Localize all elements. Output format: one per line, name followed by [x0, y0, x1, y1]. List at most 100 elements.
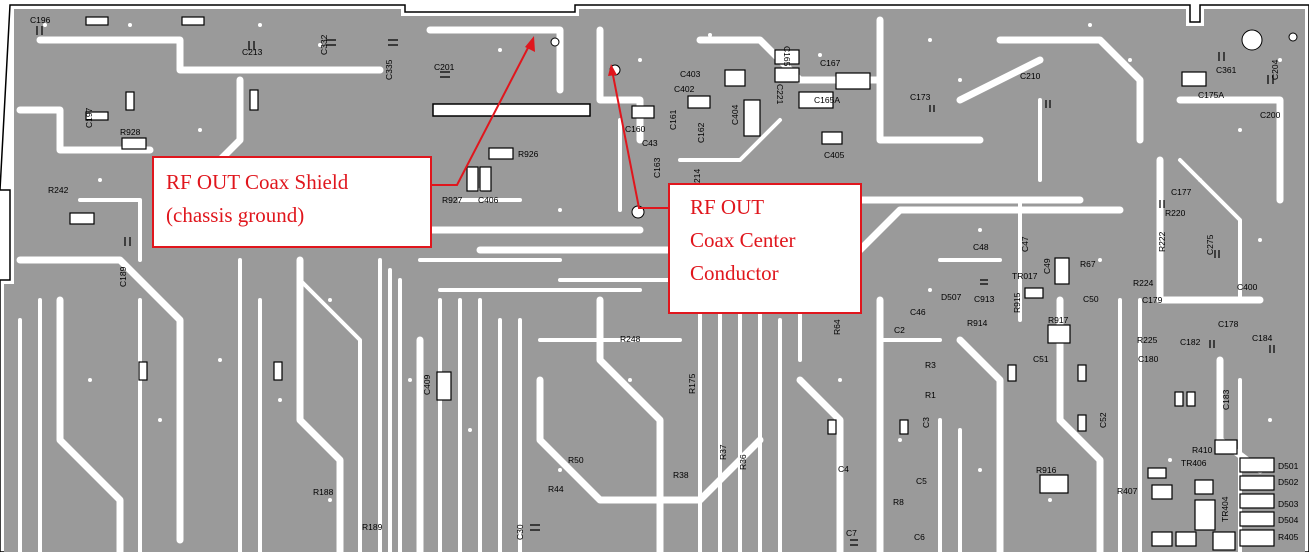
designator: C7	[846, 528, 857, 538]
designator: R50	[568, 455, 584, 465]
designator: R175	[687, 373, 697, 394]
designator: R188	[313, 487, 334, 497]
designator: C182	[1180, 337, 1201, 347]
callout-text: (chassis ground)	[166, 203, 305, 227]
designator: C177	[1171, 187, 1192, 197]
designator: C52	[1098, 412, 1108, 428]
designator: C204	[1270, 59, 1280, 80]
designator: C406	[478, 195, 499, 205]
board-slot	[432, 103, 591, 117]
designator: C400	[1237, 282, 1258, 292]
designator: R37	[718, 444, 728, 460]
designator: R248	[620, 334, 641, 344]
designator: R222	[1157, 231, 1167, 252]
designator: C165A	[814, 95, 840, 105]
designator: C179	[1142, 295, 1163, 305]
designator: R410	[1192, 445, 1213, 455]
designator: C167	[820, 58, 841, 68]
designator: TR406	[1181, 458, 1207, 468]
designator: C160	[625, 124, 646, 134]
designator: R38	[673, 470, 689, 480]
trace-gaps	[16, 16, 1284, 556]
designator: R189	[362, 522, 383, 532]
callout-text: Coax Center	[690, 228, 796, 252]
designator: R64	[832, 319, 842, 335]
designator: C180	[1138, 354, 1159, 364]
designator: C162	[696, 122, 706, 143]
designator: R915	[1012, 292, 1022, 313]
designator: C200	[1260, 110, 1281, 120]
designator: R405	[1278, 532, 1299, 542]
callout-text: Conductor	[690, 261, 779, 285]
designator: C404	[730, 104, 740, 125]
designator: C189	[118, 266, 128, 287]
designator: C49	[1042, 258, 1052, 274]
designator: R220	[1165, 208, 1186, 218]
designator: D504	[1278, 515, 1299, 525]
designator: C165	[782, 46, 792, 67]
coax-shield-callout: RF OUT Coax Shield (chassis ground)	[152, 156, 432, 248]
center-arrowhead	[608, 64, 617, 76]
designator: C913	[974, 294, 995, 304]
designator: R1	[925, 390, 936, 400]
designator: C175A	[1198, 90, 1224, 100]
designator: C405	[824, 150, 845, 160]
designator: R916	[1036, 465, 1057, 475]
designator: C221	[775, 84, 785, 105]
designator: C30	[515, 524, 525, 540]
designator: D501	[1278, 461, 1299, 471]
designator: C50	[1083, 294, 1099, 304]
designator: R36	[738, 454, 748, 470]
designator: R67	[1080, 259, 1096, 269]
designator: C402	[674, 84, 695, 94]
designator: R917	[1048, 315, 1069, 325]
designator: C409	[422, 374, 432, 395]
shield-arrowhead	[525, 36, 535, 52]
designator: R407	[1117, 486, 1138, 496]
designator: R914	[967, 318, 988, 328]
designator: C275	[1205, 234, 1215, 255]
designator: R927	[442, 195, 463, 205]
center-arrow	[611, 69, 668, 209]
coax-center-callout: RF OUT Coax Center Conductor	[668, 183, 862, 314]
designator: C2	[894, 325, 905, 335]
designator: C51	[1033, 354, 1049, 364]
designator: R928	[120, 127, 141, 137]
designator: R242	[48, 185, 69, 195]
designator: TR404	[1220, 496, 1230, 522]
designator: C161	[668, 109, 678, 130]
designator: D502	[1278, 477, 1299, 487]
designator: C335	[384, 59, 394, 80]
component-ticks	[36, 26, 1275, 546]
designator: R44	[548, 484, 564, 494]
designator: C6	[914, 532, 925, 542]
mounting-holes	[550, 29, 1298, 219]
designator: D503	[1278, 499, 1299, 509]
shield-arrow	[432, 41, 532, 186]
designator: 214	[692, 169, 702, 183]
designator: C196	[30, 15, 51, 25]
designator: R926	[518, 149, 539, 159]
designator: C210	[1020, 71, 1041, 81]
designator: C163	[652, 157, 662, 178]
component-designators: C196 C213 C332 C335 C201 C197 R928 R926 …	[30, 15, 1299, 542]
annotation-arrows	[432, 36, 668, 209]
designator: C197	[84, 107, 94, 128]
designator: C47	[1020, 236, 1030, 252]
designator: C46	[910, 307, 926, 317]
designator: C183	[1221, 389, 1231, 410]
designator: C213	[242, 47, 263, 57]
designator: C5	[916, 476, 927, 486]
designator: C3	[921, 417, 931, 428]
designator: C178	[1218, 319, 1239, 329]
designator: C332	[319, 34, 329, 55]
designator: R225	[1137, 335, 1158, 345]
designator: R8	[893, 497, 904, 507]
callout-text: RF OUT Coax Shield	[166, 170, 349, 194]
designator: C4	[838, 464, 849, 474]
component-pads	[69, 16, 1275, 551]
vias	[43, 23, 1282, 502]
designator: C43	[642, 138, 658, 148]
